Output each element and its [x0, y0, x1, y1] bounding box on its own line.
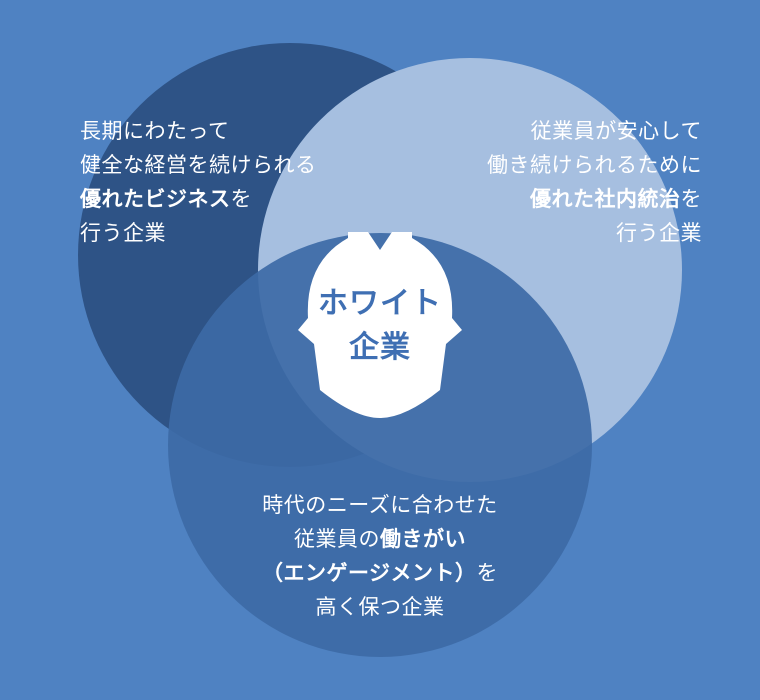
business-particle: を [230, 187, 252, 211]
business-description: 長期にわたって 健全な経営を続けられる 優れたビジネスを 行う企業 [80, 114, 317, 250]
engagement-prefix: 従業員の [294, 527, 380, 551]
governance-particle: を [680, 187, 702, 211]
center-label-line2: 企業 [349, 330, 411, 365]
business-line1: 長期にわたって [80, 119, 230, 143]
governance-line2: 働き続けられるために [487, 153, 702, 177]
business-keyword: 優れたビジネス [80, 187, 231, 211]
governance-line3: 優れた社内統治を [487, 182, 702, 216]
business-line3: 優れたビジネスを [80, 182, 317, 216]
business-line4: 行う企業 [80, 221, 166, 245]
engagement-line1: 時代のニーズに合わせた [262, 493, 498, 517]
engagement-line3: （エンゲージメント）を [175, 556, 585, 590]
center-label-line1: ホワイト [318, 286, 442, 321]
center-arrow-shape [298, 232, 462, 418]
engagement-keyword: 働きがい [380, 527, 466, 551]
circle-engagement [168, 233, 592, 657]
engagement-line4: 高く保つ企業 [315, 595, 445, 619]
engagement-description: 時代のニーズに合わせた 従業員の働きがい （エンゲージメント）を 高く保つ企業 [175, 488, 585, 624]
business-line2: 健全な経営を続けられる [80, 153, 317, 177]
engagement-line2: 従業員の働きがい [175, 522, 585, 556]
governance-keyword: 優れた社内統治 [530, 187, 681, 211]
engagement-term: （エンゲージメント） [261, 561, 477, 585]
governance-line1: 従業員が安心して [530, 119, 702, 143]
center-label: ホワイト 企業 [300, 282, 460, 370]
engagement-particle: を [476, 561, 499, 585]
governance-description: 従業員が安心して 働き続けられるために 優れた社内統治を 行う企業 [487, 114, 702, 250]
governance-line4: 行う企業 [616, 221, 702, 245]
